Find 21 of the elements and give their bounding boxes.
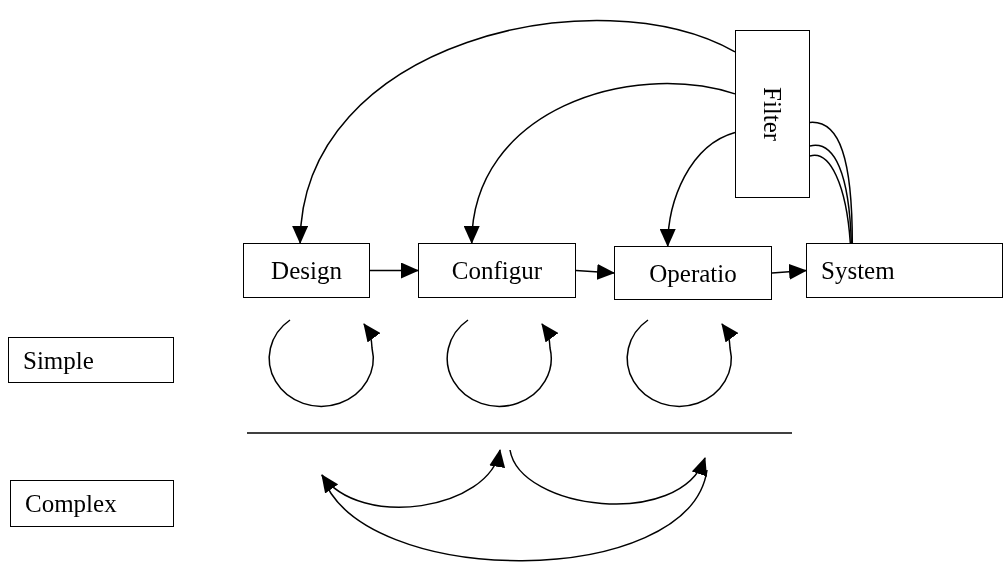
box-label: Design: [271, 258, 342, 283]
arrow: [575, 263, 615, 280]
arrow: [660, 131, 736, 247]
process-box: [806, 243, 1003, 298]
box-label: Configur: [451, 258, 543, 283]
box-label: Operatio: [649, 260, 737, 286]
process-box: [10, 480, 174, 527]
arrow: [771, 263, 807, 280]
box-label: Filter: [760, 86, 785, 142]
process-box: [243, 243, 370, 298]
connector-line: [809, 121, 854, 244]
process-box: [8, 337, 174, 383]
process-box: [418, 243, 576, 298]
arrow: [465, 83, 736, 244]
process-box: [735, 30, 810, 198]
box-label: System: [821, 258, 895, 283]
box-label: Simple: [23, 347, 94, 373]
arrow: [369, 262, 419, 279]
arrow: [294, 20, 736, 244]
box-label: Complex: [25, 491, 117, 516]
process-box: [614, 246, 772, 300]
